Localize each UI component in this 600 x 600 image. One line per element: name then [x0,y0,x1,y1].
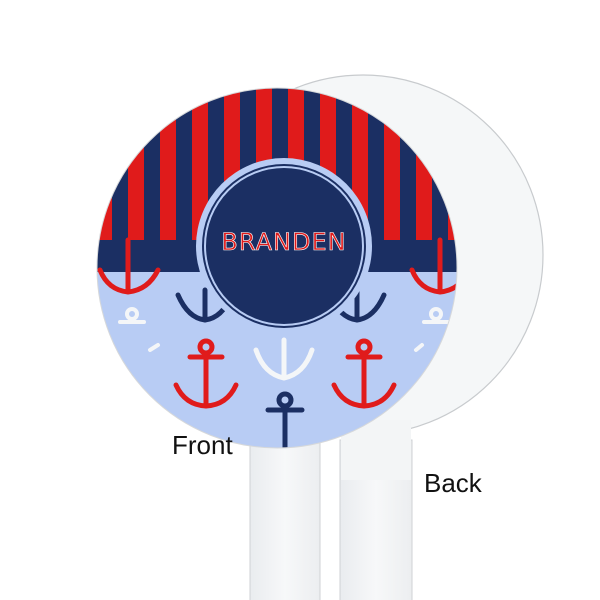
anchor-icon [97,237,161,295]
anchor-icon [253,337,315,381]
front-label: Front [172,430,233,460]
anchor-icon [414,307,450,352]
back-label: Back [424,468,482,498]
name-medallion [196,158,372,334]
anchor-icon [331,338,397,409]
anchor-icon [265,391,305,448]
anchor-icon [118,307,160,352]
anchor-icon [409,237,457,295]
anchor-icon [173,338,239,409]
personalized-name: BRANDEN [221,228,347,257]
